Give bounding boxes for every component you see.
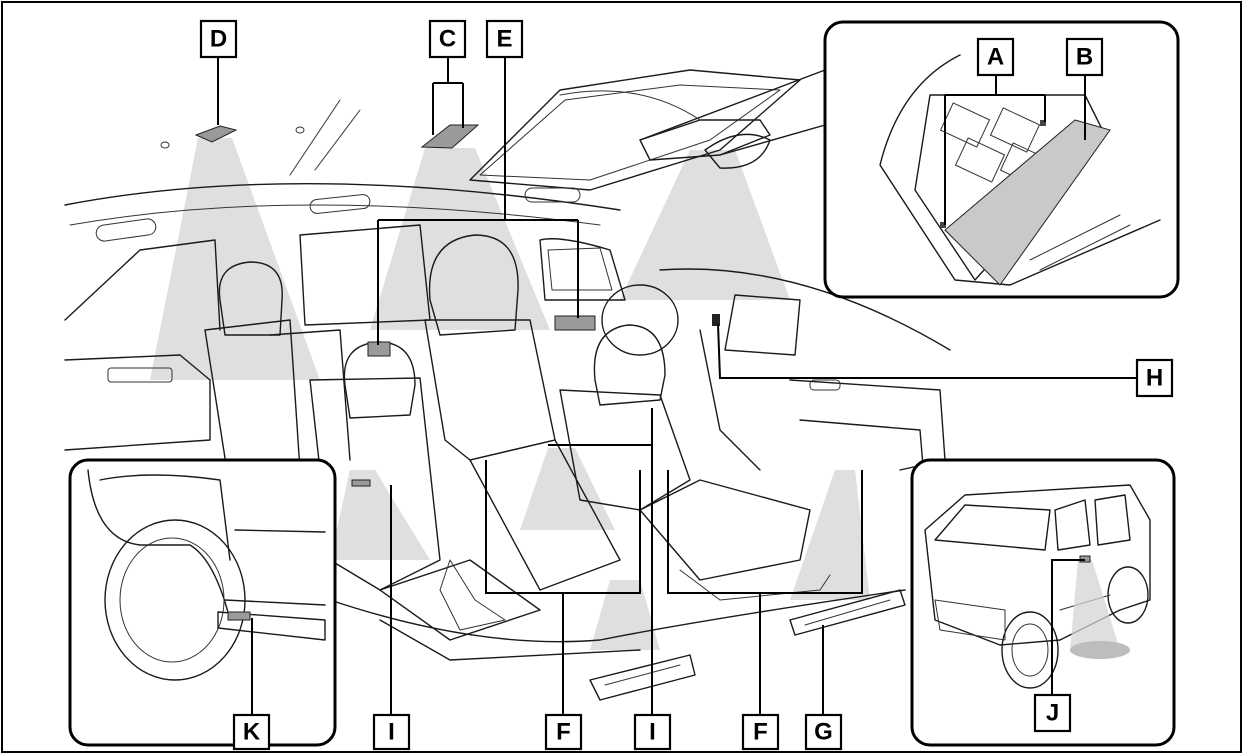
leader-j [1051, 559, 1085, 715]
floor-edge [329, 589, 906, 643]
svg-text:J: J [1046, 700, 1059, 727]
beam-d [150, 138, 320, 380]
label-i-left: I [372, 713, 411, 751]
headliner-trim [69, 204, 601, 226]
front-door-window-ext [1054, 499, 1091, 551]
grille [934, 599, 1006, 641]
front-seat-headrest [593, 324, 666, 406]
svg-text:H: H [1146, 365, 1163, 392]
ground-light [1070, 641, 1130, 659]
label-f-left: F [544, 713, 583, 751]
lamp-a-right [1040, 120, 1046, 126]
label-d: D [199, 19, 238, 59]
lamp-b [944, 119, 1111, 286]
label-k: K [232, 713, 271, 751]
rear-wheel [1107, 566, 1149, 624]
label-j: J [1033, 693, 1072, 733]
svg-text:B: B [1076, 44, 1093, 71]
lamp-c [420, 124, 480, 149]
label-h: H [1135, 358, 1174, 398]
sunroof-frame [469, 69, 801, 191]
second-row-right-headrest [428, 234, 519, 336]
lamp-i-left [351, 479, 371, 487]
svg-text:I: I [388, 719, 395, 746]
headliner-edge [64, 183, 621, 211]
windshield [934, 504, 1051, 551]
leader-i-center [548, 408, 653, 715]
svg-text:G: G [814, 719, 833, 746]
label-a: A [976, 37, 1015, 77]
running-board-inset [68, 458, 337, 747]
steering-wheel [601, 284, 679, 356]
leader-f-left [485, 460, 641, 715]
infotainment-screen [724, 294, 801, 356]
lamp-d [194, 125, 238, 143]
front-scuff-plate [789, 589, 906, 636]
label-f-right: F [741, 713, 780, 751]
rear-door-panel [64, 354, 211, 451]
rear-door-window-ext [1094, 494, 1131, 546]
leader-f-right [667, 470, 863, 715]
second-row-seatback-right [424, 319, 556, 461]
svg-text:D: D [210, 26, 227, 53]
label-c: C [428, 19, 467, 59]
svg-text:F: F [753, 719, 768, 746]
vehicle-body [924, 484, 1151, 646]
rear-side-window [64, 239, 221, 331]
callout-line-top [639, 69, 826, 141]
callout-line-bottom [719, 124, 826, 156]
dashboard-top [659, 268, 951, 351]
svg-text:C: C [439, 26, 456, 53]
leader-a [944, 75, 1046, 225]
overhead-console-inset [639, 20, 1180, 299]
lamp-h [712, 314, 720, 326]
svg-text:E: E [496, 26, 512, 53]
third-row-headrest [218, 261, 283, 336]
lamp-k [227, 611, 251, 621]
lamp-e-right [554, 315, 596, 331]
inset-panel-k [68, 458, 337, 747]
callout-labels: D C E A B H K I [199, 19, 1174, 751]
svg-text:A: A [987, 44, 1004, 71]
rear-scuff-plate [589, 654, 696, 701]
front-door-window [539, 238, 626, 301]
front-wheel [1001, 611, 1059, 689]
lamp-a-left [940, 222, 946, 228]
svg-text:I: I [649, 719, 656, 746]
vehicle-exterior-inset [910, 458, 1176, 747]
leader-h [717, 323, 1137, 379]
leader-lines [217, 57, 1137, 715]
overhead-console [639, 119, 771, 161]
leader-c [432, 57, 464, 135]
beam-j [1070, 560, 1120, 650]
beam-g [790, 470, 870, 600]
second-row-cushion [469, 439, 621, 591]
beam-b [620, 150, 790, 300]
inset-panel-j [910, 458, 1176, 747]
cabin-drawing [64, 69, 951, 701]
front-seat-back [559, 389, 691, 511]
inset-panel [823, 20, 1180, 299]
beam-i-left [330, 470, 430, 560]
label-i-center: I [633, 713, 672, 751]
leader-e [377, 57, 579, 345]
svg-text:K: K [243, 719, 261, 746]
beam-c [370, 148, 550, 330]
beam-i-center [520, 448, 615, 530]
label-e: E [485, 19, 524, 59]
light-beams [150, 138, 870, 650]
svg-text:F: F [556, 719, 571, 746]
label-g: G [804, 713, 843, 751]
wheel [104, 519, 246, 681]
label-b: B [1065, 37, 1104, 77]
running-board [217, 611, 326, 641]
front-seat-cushion [639, 479, 811, 581]
